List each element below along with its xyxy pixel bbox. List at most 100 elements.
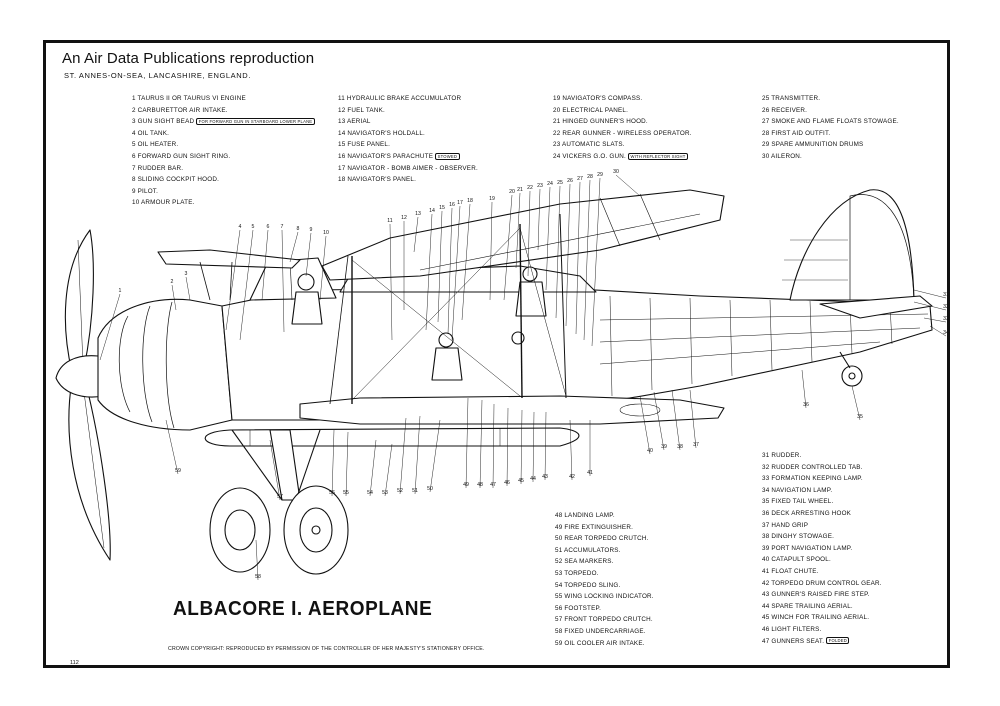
callout-number-26: 26 (567, 178, 573, 184)
callout-number-42: 42 (569, 474, 575, 480)
legend-item-label: CARBURETTOR AIR INTAKE. (135, 106, 228, 114)
callout-leader-7 (281, 229, 285, 333)
legend-item-number: 45 (762, 614, 770, 622)
publisher-title: An Air Data Publications reproduction (62, 50, 315, 67)
legend-item-9: 9 PILOT. (132, 186, 315, 198)
legend-item-label: CATAPULT SPOOL. (769, 556, 831, 564)
legend-item-number: 28 (762, 129, 770, 137)
callout-leader-16 (447, 207, 453, 335)
legend-item-label: TORPEDO DRUM CONTROL GEAR. (769, 579, 882, 587)
legend-item-number: 43 (762, 591, 770, 599)
legend-item-number: 20 (553, 106, 561, 114)
legend-item-label: OIL HEATER. (135, 141, 179, 149)
legend-item-label: FORMATION KEEPING LAMP. (769, 475, 863, 483)
callout-leader-3 (185, 276, 191, 301)
legend-item-26: 26 RECEIVER. (762, 105, 899, 117)
callout-leader-20 (503, 194, 513, 301)
legend-item-label: FORWARD GUN SIGHT RING. (135, 152, 231, 160)
legend-item-46: 46 LIGHT FILTERS. (762, 624, 882, 636)
legend-item-number: 22 (553, 129, 561, 137)
legend-item-label: FIRST AID OUTFIT. (769, 129, 831, 137)
legend-item-label: ARMOUR PLATE. (139, 199, 195, 207)
legend-item-31: 31 RUDDER. (762, 450, 882, 462)
legend-item-number: 59 (555, 639, 563, 647)
legend-item-28: 28 FIRST AID OUTFIT. (762, 128, 899, 140)
legend-item-number: 54 (555, 581, 563, 589)
legend-item-note: WITH REFLECTOR SIGHT (627, 152, 689, 160)
legend-item-8: 8 SLIDING COCKPIT HOOD. (132, 174, 315, 186)
legend-item-39: 39 PORT NAVIGATION LAMP. (762, 543, 882, 555)
callout-number-1: 1 (119, 288, 122, 294)
legend-item-number: 37 (762, 521, 770, 529)
legend-item-number: 30 (762, 152, 770, 160)
legend-item-label: REAR TORPEDO CRUTCH. (562, 535, 649, 543)
callout-leader-39 (653, 391, 665, 451)
callout-leader-45 (520, 409, 523, 485)
callout-leader-28 (583, 179, 591, 341)
legend-item-17: 17 NAVIGATOR - BOMB AIMER - OBSERVER. (338, 163, 478, 175)
callout-leader-43 (544, 411, 547, 481)
legend-item-5: 5 OIL HEATER. (132, 139, 315, 151)
tail-wheel (841, 365, 863, 387)
callout-leader-27 (575, 181, 581, 335)
legend-item-label: NAVIGATOR'S HOLDALL. (345, 129, 425, 137)
legend-item-note: FOR FORWARD GUN IN STARBOARD LOWER PLANE (196, 118, 315, 126)
legend-item-24: 24 VICKERS G.O. GUN.WITH REFLECTOR SIGHT (553, 151, 692, 163)
legend-item-number: 57 (555, 616, 563, 624)
callout-leader-15 (437, 210, 443, 323)
legend-item-label: PORT NAVIGATION LAMP. (769, 544, 853, 552)
legend-item-number: 16 (338, 152, 346, 160)
callout-number-30: 30 (613, 169, 619, 175)
legend-item-20: 20 ELECTRICAL PANEL. (553, 105, 692, 117)
callout-leader-50 (429, 419, 441, 493)
legend-item-number: 10 (132, 199, 140, 207)
propeller-blade-upper (64, 229, 94, 373)
legend-item-label: ELECTRICAL PANEL. (560, 106, 629, 114)
legend-column-4: 25 TRANSMITTER.26 RECEIVER.27 SMOKE AND … (762, 93, 899, 163)
legend-item-number: 46 (762, 625, 770, 633)
legend-item-label: TORPEDO SLING. (562, 581, 621, 589)
callout-leader-13 (413, 216, 419, 253)
callout-leader-46 (506, 407, 509, 487)
legend-item-14: 14 NAVIGATOR'S HOLDALL. (338, 128, 478, 140)
legend-item-label: SPARE TRAILING AERIAL. (769, 602, 853, 610)
legend-item-label: PILOT. (135, 187, 159, 195)
callout-leader-2 (171, 284, 177, 311)
callout-leader-5 (239, 229, 254, 341)
legend-item-label: WING LOCKING INDICATOR. (562, 593, 654, 601)
legend-item-number: 7 (132, 164, 136, 172)
legend-item-number: 53 (555, 569, 563, 577)
callout-number-25: 25 (557, 180, 563, 186)
legend-item-label: FRONT TORPEDO CRUTCH. (562, 616, 653, 624)
callout-leader-24 (545, 186, 551, 291)
legend-item-label: NAVIGATOR - BOMB AIMER - OBSERVER. (345, 164, 478, 172)
callout-leader-33 (923, 317, 947, 323)
main-wheel-rear (209, 487, 271, 573)
legend-item-number: 5 (132, 141, 136, 149)
callout-leader-1 (99, 293, 121, 361)
legend-item-11: 11 HYDRAULIC BRAKE ACCUMULATOR (338, 93, 478, 105)
callout-leader-26 (565, 183, 571, 327)
legend-item-label: HYDRAULIC BRAKE ACCUMULATOR (344, 95, 462, 102)
callout-leader-14 (425, 213, 433, 331)
callout-number-16: 16 (449, 202, 455, 208)
legend-item-number: 25 (762, 95, 770, 102)
callout-leader-51 (414, 415, 421, 495)
callout-leader-48 (479, 399, 483, 489)
legend-item-number: 2 (132, 106, 136, 114)
callout-number-39: 39 (661, 444, 667, 450)
callout-leader-37 (689, 389, 697, 449)
legend-item-number: 8 (132, 176, 136, 184)
callout-leader-53 (384, 443, 393, 497)
legend-item-number: 42 (762, 579, 770, 587)
legend-item-number: 13 (338, 118, 346, 126)
legend-item-number: 14 (338, 129, 346, 137)
legend-item-23: 23 AUTOMATIC SLATS. (553, 139, 692, 151)
callout-leader-40 (639, 395, 651, 455)
callout-leader-58 (255, 539, 259, 581)
legend-item-36: 36 DECK ARRESTING HOOK (762, 508, 882, 520)
callout-number-57: 57 (277, 494, 283, 500)
legend-item-12: 12 FUEL TANK. (338, 105, 478, 117)
legend-item-label: DECK ARRESTING HOOK (769, 509, 852, 517)
